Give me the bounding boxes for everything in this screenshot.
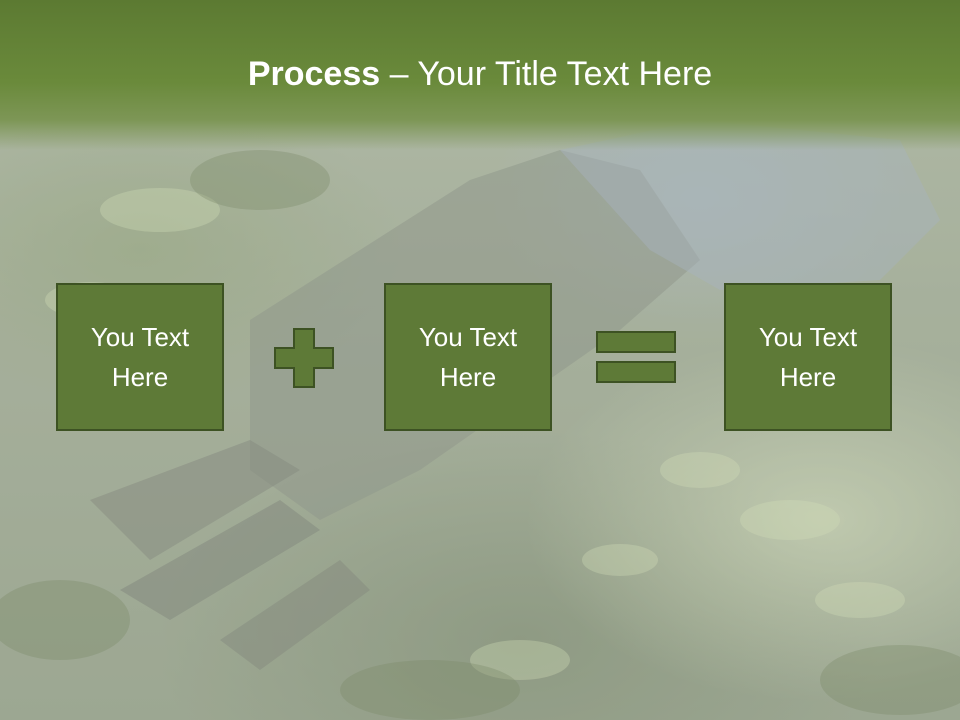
process-box-3-line2: Here [779, 362, 837, 392]
slide-title: Process – Your Title Text Here [0, 52, 960, 96]
process-box-2-text: You Text Here [419, 317, 517, 397]
process-box-1-line1: You Text [90, 322, 190, 352]
title-bar [0, 0, 960, 150]
plus-icon [274, 328, 334, 388]
process-box-3[interactable]: You Text Here [724, 283, 892, 431]
process-box-3-text: You Text Here [759, 317, 857, 397]
process-box-2-line1: You Text [418, 322, 518, 352]
title-rest: – Your Title Text Here [380, 55, 713, 93]
title-bold: Process [247, 55, 381, 93]
process-box-2[interactable]: You Text Here [384, 283, 552, 431]
process-box-3-line1: You Text [758, 322, 858, 352]
process-box-1-line2: Here [111, 362, 169, 392]
process-box-1[interactable]: You Text Here [56, 283, 224, 431]
process-box-1-text: You Text Here [91, 317, 189, 397]
process-box-2-line2: Here [439, 362, 497, 392]
equals-icon [596, 331, 676, 383]
